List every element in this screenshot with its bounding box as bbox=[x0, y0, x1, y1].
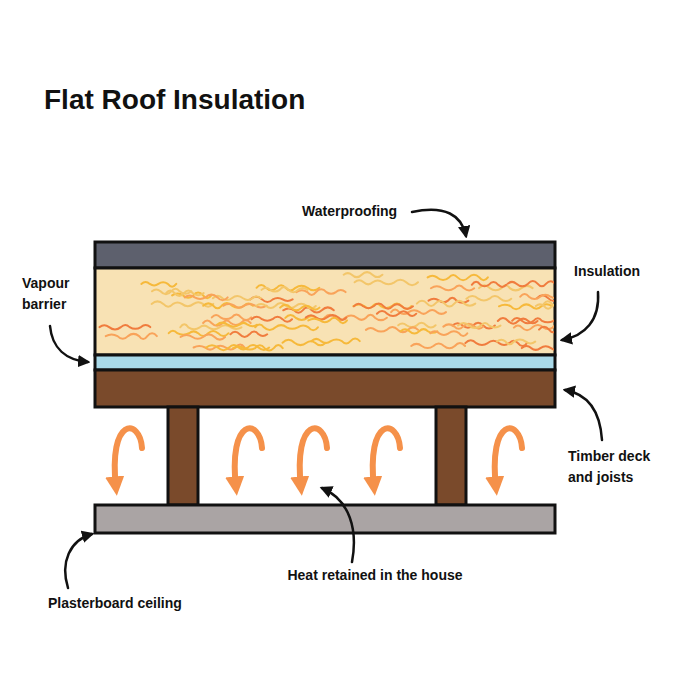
insulation-fibre bbox=[431, 285, 474, 290]
insulation-fibre bbox=[398, 323, 435, 328]
leader-arrow bbox=[322, 488, 354, 562]
insulation-fibre bbox=[169, 331, 229, 336]
insulation-fibre bbox=[152, 289, 191, 294]
insulation-fibre bbox=[355, 280, 418, 286]
part-label: Waterproofing bbox=[302, 201, 397, 222]
insulation-fibre bbox=[539, 327, 554, 333]
insulation-fibre bbox=[428, 275, 488, 281]
insulation-fibre bbox=[262, 287, 308, 292]
insulation-fibre bbox=[206, 345, 269, 350]
part-label: Heat retained in the house bbox=[240, 565, 510, 586]
leader-arrow bbox=[50, 326, 88, 362]
part-label: Vapour barrier bbox=[22, 273, 102, 315]
leader-arrows bbox=[50, 210, 602, 588]
plasterboard-ceiling bbox=[95, 505, 555, 533]
part-label: Plasterboard ceiling bbox=[48, 593, 182, 614]
insulation-fibre bbox=[497, 339, 535, 344]
insulation-fibre bbox=[100, 325, 151, 330]
insulation-fibre bbox=[181, 334, 226, 339]
insulation-fibre bbox=[283, 340, 326, 346]
insulation-fibre bbox=[217, 323, 257, 327]
insulation-fibre bbox=[308, 318, 347, 324]
insulation-fibre bbox=[417, 301, 476, 307]
insulation-fibre bbox=[141, 282, 176, 287]
insulation-fibre bbox=[536, 304, 554, 309]
insulation-fibre bbox=[512, 318, 554, 323]
leader-arrow bbox=[65, 534, 92, 588]
insulation-fibre bbox=[296, 289, 345, 295]
insulation-fibre bbox=[544, 301, 554, 306]
insulation-fibre bbox=[106, 333, 157, 339]
insulation-fibre bbox=[280, 305, 319, 311]
waterproofing-layer bbox=[95, 242, 555, 268]
insulation-fibre bbox=[250, 297, 292, 302]
insulation-fibre bbox=[458, 323, 501, 328]
insulation-fibre bbox=[212, 314, 251, 320]
heat-arrow bbox=[300, 428, 327, 488]
insulation-fibre bbox=[344, 272, 383, 277]
insulation-fibre bbox=[312, 339, 360, 344]
joist bbox=[168, 407, 198, 505]
leader-arrow bbox=[412, 210, 466, 236]
insulation-fibre bbox=[466, 296, 511, 301]
insulation-fibre bbox=[472, 282, 507, 287]
heat-arrow bbox=[373, 428, 400, 488]
insulation-fibre bbox=[508, 281, 554, 286]
insulation-fibre bbox=[522, 346, 554, 350]
insulation-fibre bbox=[354, 304, 413, 309]
heat-arrow bbox=[115, 428, 142, 488]
insulation-fibre bbox=[520, 294, 554, 299]
leader-arrow bbox=[565, 390, 602, 440]
insulation-layer bbox=[95, 268, 555, 355]
insulation-fibre bbox=[465, 340, 527, 346]
timber-deck bbox=[95, 370, 555, 407]
part-label: Timber deck and joists bbox=[568, 446, 678, 488]
insulation-fibre bbox=[411, 343, 465, 348]
insulation-fibre bbox=[377, 311, 416, 316]
insulation-fibre bbox=[255, 325, 318, 331]
insulation-fibre bbox=[230, 332, 267, 337]
joist bbox=[436, 407, 466, 505]
part-label: Insulation bbox=[574, 261, 640, 282]
insulation-fibre bbox=[430, 331, 467, 336]
heat-arrow bbox=[495, 428, 522, 488]
heat-arrow bbox=[235, 428, 262, 488]
leader-arrow bbox=[562, 292, 598, 340]
insulation-fibre bbox=[185, 295, 228, 301]
diagram-title: Flat Roof Insulation bbox=[44, 84, 305, 116]
heat-arrows bbox=[115, 428, 522, 488]
insulation-fibres bbox=[100, 272, 555, 350]
vapour-barrier-layer bbox=[95, 355, 555, 370]
